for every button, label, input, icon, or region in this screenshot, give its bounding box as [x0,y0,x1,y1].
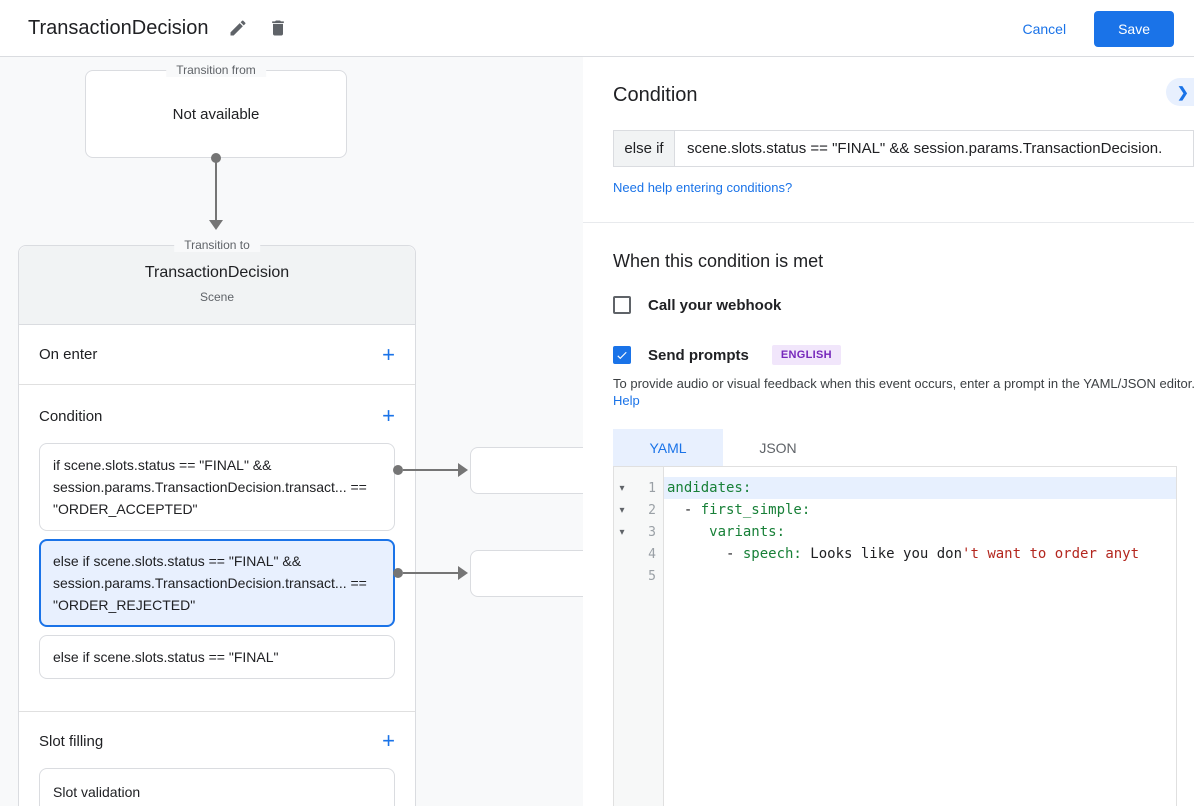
transition-to-legend: Transition to [174,238,260,252]
condition-prefix-label: else if [613,130,675,167]
when-met-title: When this condition is met [613,251,824,271]
transition-from-legend: Transition from [166,63,266,77]
connector-dot [393,465,403,475]
top-bar: TransactionDecision Cancel Save [0,0,1194,57]
code-line[interactable]: - first_simple: [667,502,811,518]
yaml-editor[interactable]: ▾ 1 ▾ 2 ▾ 3 4 5 andidates: - first_simple: vari… [613,466,1177,806]
save-button[interactable]: Save [1094,10,1174,47]
condition-help-link[interactable]: Need help entering conditions? [613,180,793,195]
add-condition-button[interactable]: + [382,403,395,428]
scene-header[interactable]: TransactionDecision Scene [19,246,415,325]
webhook-row: Call your webhook [613,296,781,314]
chevron-right-icon: ❯ [1177,83,1189,100]
slot-filling-section: Slot filling + Slot validation [19,712,415,806]
send-prompts-checkbox[interactable] [613,346,631,364]
delete-icon[interactable] [268,18,288,38]
on-enter-label: On enter [39,346,98,363]
condition-input-row: else if [613,130,1194,167]
editor-code-area[interactable]: andidates: - first_simple: variants: - s… [664,467,1176,806]
condition-cards: if scene.slots.status == "FINAL" && sess… [19,433,415,679]
fold-arrow-icon[interactable]: ▾ [619,482,625,494]
condition-card[interactable]: else if scene.slots.status == "FINAL" [39,635,395,679]
slot-filling-label: Slot filling [39,732,104,750]
connector-line [403,572,460,574]
line-number: 5 [648,568,656,584]
fold-arrow-icon[interactable]: ▾ [619,526,625,538]
edit-icon[interactable] [228,18,248,38]
collapse-panel-button[interactable]: ❯ [1166,78,1194,106]
transition-target-box[interactable] [470,550,583,597]
code-line[interactable]: variants: [709,524,786,540]
code-line[interactable] [664,565,1176,587]
slot-cards: Slot validation [19,758,415,806]
prompts-hint: To provide audio or visual feedback when… [613,375,1194,409]
condition-label: Condition [39,407,103,425]
scene-type-label: Scene [199,290,235,304]
line-number: 3 [648,524,656,540]
slot-card[interactable]: Slot validation [39,768,395,806]
page-title: TransactionDecision [28,16,209,39]
code-line[interactable]: - speech: Looks like you don't want to o… [667,546,1140,562]
tab-json[interactable]: JSON [759,439,797,456]
send-prompts-label: Send prompts [648,346,749,364]
checkmark-icon [617,351,627,360]
header-actions: Cancel Save [1022,0,1174,57]
condition-detail-panel: Condition ❯ else if Need help entering c… [583,57,1194,806]
condition-section: Condition + if scene.slots.status == "FI… [19,385,415,712]
send-prompts-row: Send prompts ENGLISH [613,345,841,365]
connector-dot [393,568,403,578]
transition-from-value: Not available [172,105,260,123]
language-badge: ENGLISH [771,345,841,365]
add-slot-button[interactable]: + [382,728,395,753]
code-line[interactable]: andidates: [664,477,1176,499]
condition-card[interactable]: else if scene.slots.status == "FINAL" &&… [39,539,395,627]
connector-line [403,469,460,471]
arrow-down-icon [209,220,223,230]
editor-gutter: ▾ 1 ▾ 2 ▾ 3 4 5 [614,467,664,806]
transition-from-box[interactable]: Transition from Not available [85,63,347,158]
arrow-right-icon [458,463,468,477]
cancel-button[interactable]: Cancel [1022,20,1067,37]
on-enter-section: On enter + [19,325,415,385]
tab-yaml[interactable]: YAML [613,429,723,466]
condition-expression-input[interactable] [675,130,1194,167]
webhook-label: Call your webhook [648,296,782,314]
transition-target-box[interactable] [470,447,583,494]
transition-to-box: Transition to TransactionDecision Scene … [18,238,416,806]
line-number: 1 [648,480,656,496]
divider [583,222,1194,223]
condition-card[interactable]: if scene.slots.status == "FINAL" && sess… [39,443,395,531]
line-number: 2 [648,502,656,518]
help-link[interactable]: Help [613,393,640,408]
panel-title: Condition [613,84,698,106]
scene-name: TransactionDecision [144,264,290,281]
arrow-right-icon [458,566,468,580]
fold-arrow-icon[interactable]: ▾ [619,504,625,516]
prompts-hint-text: To provide audio or visual feedback when… [613,376,1194,391]
webhook-checkbox[interactable] [613,296,631,314]
add-on-enter-button[interactable]: + [382,341,395,367]
connector-line [215,158,217,220]
editor-tabs: YAML JSON [613,429,833,466]
scene-canvas: Transition from Not available Transition… [0,57,583,806]
line-number: 4 [648,546,656,562]
